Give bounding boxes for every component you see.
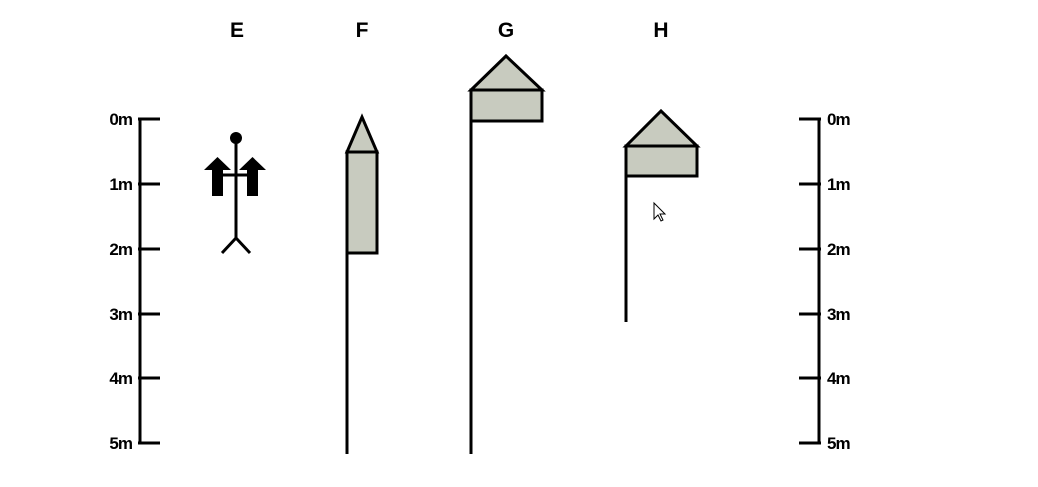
column-label-h: H bbox=[653, 19, 668, 42]
column-label-f: F bbox=[356, 19, 369, 42]
column-g-roof bbox=[467, 53, 546, 92]
right-tick-label-1m: 1m bbox=[827, 175, 850, 194]
column-h-marker bbox=[622, 108, 701, 322]
column-label-g: G bbox=[498, 19, 514, 42]
left-tick-label-3m: 3m bbox=[109, 305, 132, 324]
stick-figure-icon bbox=[204, 132, 266, 255]
column-g-body bbox=[469, 88, 544, 123]
column-h-body bbox=[624, 144, 699, 178]
left-tick-label-0m: 0m bbox=[109, 110, 132, 129]
right-tick-label-0m: 0m bbox=[827, 110, 850, 129]
column-label-e: E bbox=[230, 19, 244, 42]
left-tick-label-4m: 4m bbox=[109, 369, 132, 388]
column-f-body bbox=[345, 150, 379, 255]
right-tick-label-4m: 4m bbox=[827, 369, 850, 388]
right-depth-scale: 0m 1m 2m 3m 4m 5m bbox=[799, 110, 851, 453]
column-f-marker bbox=[344, 113, 380, 454]
column-f-cap bbox=[344, 113, 380, 154]
mouse-pointer-icon bbox=[653, 201, 667, 222]
right-tick-label-5m: 5m bbox=[827, 434, 850, 453]
column-h-roof bbox=[622, 108, 701, 148]
column-g-marker bbox=[467, 53, 546, 454]
left-tick-label-1m: 1m bbox=[109, 175, 132, 194]
left-tick-label-5m: 5m bbox=[109, 434, 132, 453]
right-tick-label-3m: 3m bbox=[827, 305, 850, 324]
left-tick-label-2m: 2m bbox=[109, 240, 132, 259]
right-tick-label-2m: 2m bbox=[827, 240, 850, 259]
left-depth-scale: 0m 1m 2m 3m 4m 5m bbox=[109, 110, 160, 453]
